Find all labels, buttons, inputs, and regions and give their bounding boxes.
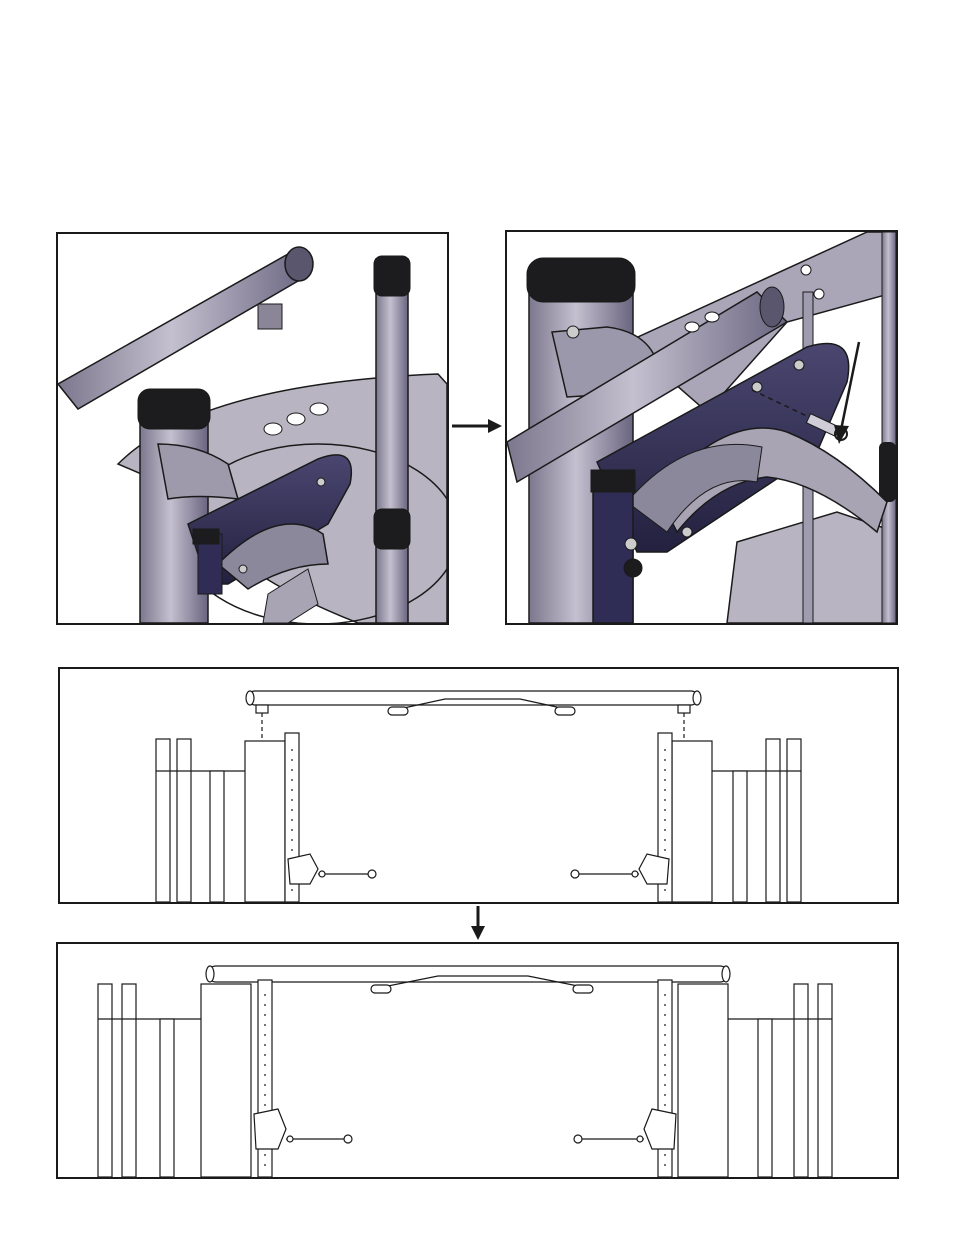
detail-panel-before: [56, 232, 449, 625]
elevation-illustration-after: [58, 944, 897, 1177]
elevation-panel-after: [56, 942, 899, 1179]
arrow-down-icon: [470, 906, 486, 940]
arrow-right-icon: [452, 418, 502, 434]
elevation-illustration-before: [60, 669, 897, 902]
elevation-panel-before: [58, 667, 899, 904]
callout-arrow-icon: [829, 340, 869, 446]
detail-illustration-before: [58, 234, 447, 623]
